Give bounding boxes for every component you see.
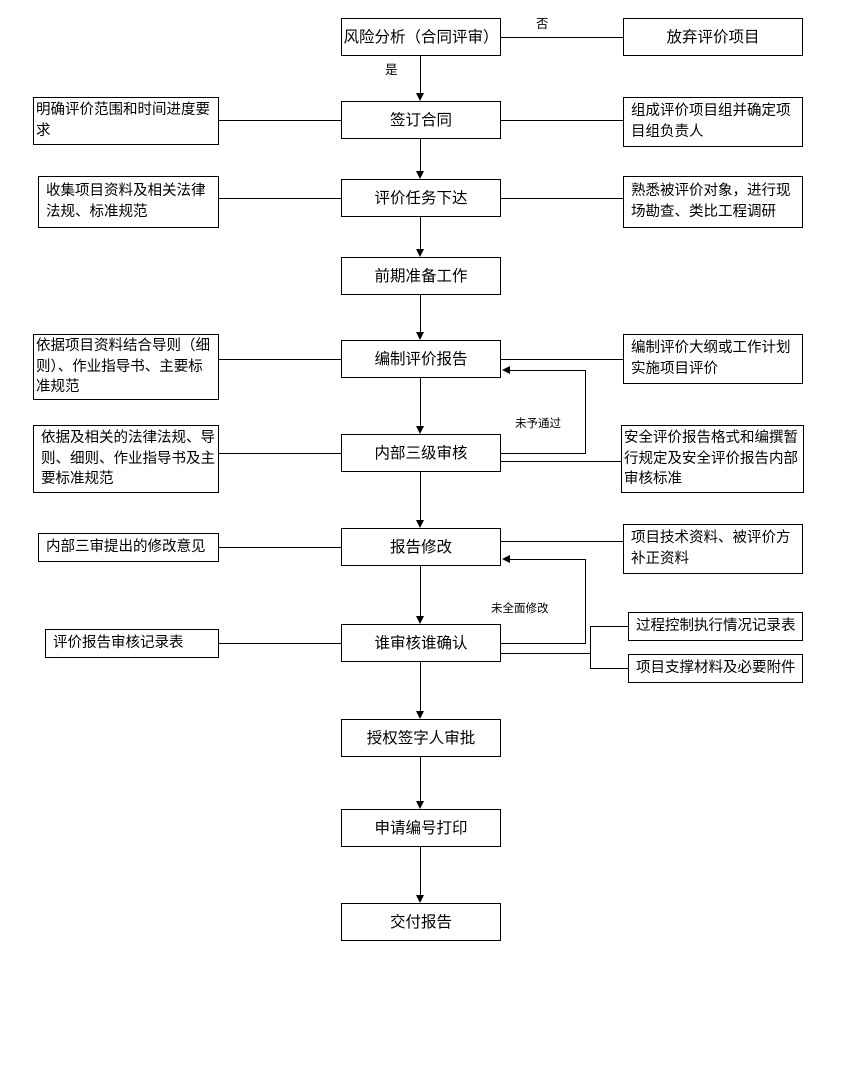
input-label: 依据及相关的法律法规、导则、细则、作业指导书及主要标准规范 (41, 430, 215, 488)
output-label: 熟悉被评价对象，进行现场勘查、类比工程调研 (631, 183, 791, 220)
input-label: 依据项目资料结合导则（细则）、作业指导书、主要标准规范 (36, 338, 210, 396)
connector-review-to-format (501, 461, 623, 462)
output-label: 项目支撑材料及必要附件 (636, 660, 796, 677)
process-box-sign-contract[interactable]: 签订合同 (341, 101, 501, 139)
output-label: 安全评价报告格式和编撰暂行规定及安全评价报告内部审核标准 (624, 430, 798, 488)
process-label: 评价任务下达 (374, 189, 468, 207)
process-box-who-reviews-confirms[interactable]: 谁审核谁确认 (341, 624, 501, 662)
input-label: 内部三审提出的修改意见 (46, 539, 206, 556)
arrow-approval-to-print-icon (416, 801, 424, 809)
arrow-confirm-to-approval-icon (416, 711, 424, 719)
input-box-collect-materials[interactable]: 收集项目资料及相关法律法规、标准规范 (38, 176, 219, 228)
process-box-internal-review[interactable]: 内部三级审核 (341, 434, 501, 472)
arrow-sign-to-assign-icon (416, 171, 424, 179)
output-box-form-project-team[interactable]: 组成评价项目组并确定项目组负责人 (623, 97, 803, 147)
connector-assign-to-survey (501, 198, 623, 199)
connector-sign-to-team (501, 120, 623, 121)
connector-revision-to-confirm (420, 566, 421, 616)
arrow-print-to-deliver-icon (416, 895, 424, 903)
input-label: 收集项目资料及相关法律法规、标准规范 (46, 183, 206, 220)
connector-bracket-to-supporting-materials (590, 668, 628, 669)
edge-label-yes: 是 (385, 62, 398, 77)
process-label: 风险分析（合同评审） (343, 28, 499, 46)
connector-record-to-confirm (219, 643, 341, 644)
edge-label-no: 否 (536, 16, 549, 31)
connector-laws-to-review (219, 453, 341, 454)
connector-confirm-to-bracket (501, 653, 590, 654)
process-label: 授权签字人审批 (366, 729, 476, 747)
feedback-confirm-riser (585, 559, 586, 644)
feedback-confirm-top-segment (510, 559, 586, 560)
connector-confirm-to-approval (420, 662, 421, 711)
connector-bracket-to-process-record (590, 626, 628, 627)
input-box-scope-schedule[interactable]: 明确评价范围和时间进度要求 (33, 97, 219, 145)
connector-supplement-to-revision (501, 541, 623, 542)
output-box-report-format-standard[interactable]: 安全评价报告格式和编撰暂行规定及安全评价报告内部审核标准 (621, 425, 804, 493)
arrow-prep-to-compile-icon (416, 332, 424, 340)
feedback-review-bottom-segment (501, 453, 586, 454)
process-box-authorized-signatory-approval[interactable]: 授权签字人审批 (341, 719, 501, 757)
process-box-deliver-report[interactable]: 交付报告 (341, 903, 501, 941)
connector-review-to-revision (420, 472, 421, 520)
edge-label-not-fully-revised: 未全面修改 (491, 601, 549, 615)
connector-collect-to-assign (219, 198, 341, 199)
output-label: 过程控制执行情况记录表 (636, 618, 796, 635)
process-label: 编制评价报告 (374, 350, 468, 368)
terminal-label: 放弃评价项目 (666, 28, 760, 46)
process-label: 谁审核谁确认 (374, 634, 468, 652)
process-box-report-revision[interactable]: 报告修改 (341, 528, 501, 566)
process-box-compile-report[interactable]: 编制评价报告 (341, 340, 501, 378)
output-box-outline-plan[interactable]: 编制评价大纲或工作计划实施项目评价 (623, 334, 803, 384)
output-label: 项目技术资料、被评价方补正资料 (631, 530, 791, 567)
arrow-assign-to-prep-icon (416, 249, 424, 257)
process-box-preparation[interactable]: 前期准备工作 (341, 257, 501, 295)
arrow-compile-to-review-icon (416, 426, 424, 434)
arrow-feedback-to-revision-icon (502, 555, 510, 563)
process-box-assign-task[interactable]: 评价任务下达 (341, 179, 501, 217)
connector-outline-to-compile (501, 359, 623, 360)
connector-risk-to-abandon (501, 37, 623, 38)
connector-compile-to-review (420, 378, 421, 426)
input-box-review-record-form[interactable]: 评价报告审核记录表 (45, 629, 219, 658)
output-box-process-control-record[interactable]: 过程控制执行情况记录表 (628, 612, 803, 641)
process-label: 交付报告 (389, 913, 452, 931)
input-box-guideline-basis[interactable]: 依据项目资料结合导则（细则）、作业指导书、主要标准规范 (33, 334, 219, 400)
process-label: 签订合同 (389, 111, 452, 129)
process-label: 内部三级审核 (374, 444, 468, 462)
input-box-laws-basis[interactable]: 依据及相关的法律法规、导则、细则、作业指导书及主要标准规范 (33, 425, 219, 493)
output-label: 编制评价大纲或工作计划实施项目评价 (631, 340, 791, 377)
process-label: 申请编号打印 (374, 819, 468, 837)
connector-risk-to-sign (420, 56, 421, 93)
edge-label-not-approved: 未予通过 (515, 416, 561, 430)
bracket-riser-right-outputs (590, 626, 591, 669)
feedback-confirm-bottom-segment (501, 643, 586, 644)
input-label: 评价报告审核记录表 (53, 635, 184, 652)
arrow-feedback-to-compile-icon (502, 366, 510, 374)
arrow-revision-to-confirm-icon (416, 616, 424, 624)
process-box-apply-number-print[interactable]: 申请编号打印 (341, 809, 501, 847)
process-label: 报告修改 (389, 538, 452, 556)
connector-sign-to-assign (420, 139, 421, 171)
connector-scope-to-sign (219, 120, 341, 121)
connector-prep-to-compile (420, 295, 421, 332)
input-label: 明确评价范围和时间进度要求 (36, 102, 210, 139)
feedback-review-riser (585, 370, 586, 454)
output-label: 组成评价项目组并确定项目组负责人 (631, 103, 791, 140)
arrow-risk-to-sign-icon (416, 93, 424, 101)
connector-print-to-deliver (420, 847, 421, 895)
connector-guideline-to-compile (219, 359, 341, 360)
input-box-internal-review-opinions[interactable]: 内部三审提出的修改意见 (38, 533, 219, 562)
output-box-supporting-materials[interactable]: 项目支撑材料及必要附件 (628, 654, 803, 683)
process-label: 前期准备工作 (374, 267, 468, 285)
connector-approval-to-print (420, 757, 421, 801)
output-box-site-survey[interactable]: 熟悉被评价对象，进行现场勘查、类比工程调研 (623, 176, 803, 228)
feedback-review-top-segment (510, 370, 586, 371)
arrow-review-to-revision-icon (416, 520, 424, 528)
connector-opinions-to-revision (219, 547, 341, 548)
process-box-risk-analysis[interactable]: 风险分析（合同评审） (341, 18, 501, 56)
output-box-technical-supplement[interactable]: 项目技术资料、被评价方补正资料 (623, 524, 803, 574)
terminal-box-abandon-project[interactable]: 放弃评价项目 (623, 18, 803, 56)
connector-assign-to-prep (420, 217, 421, 249)
